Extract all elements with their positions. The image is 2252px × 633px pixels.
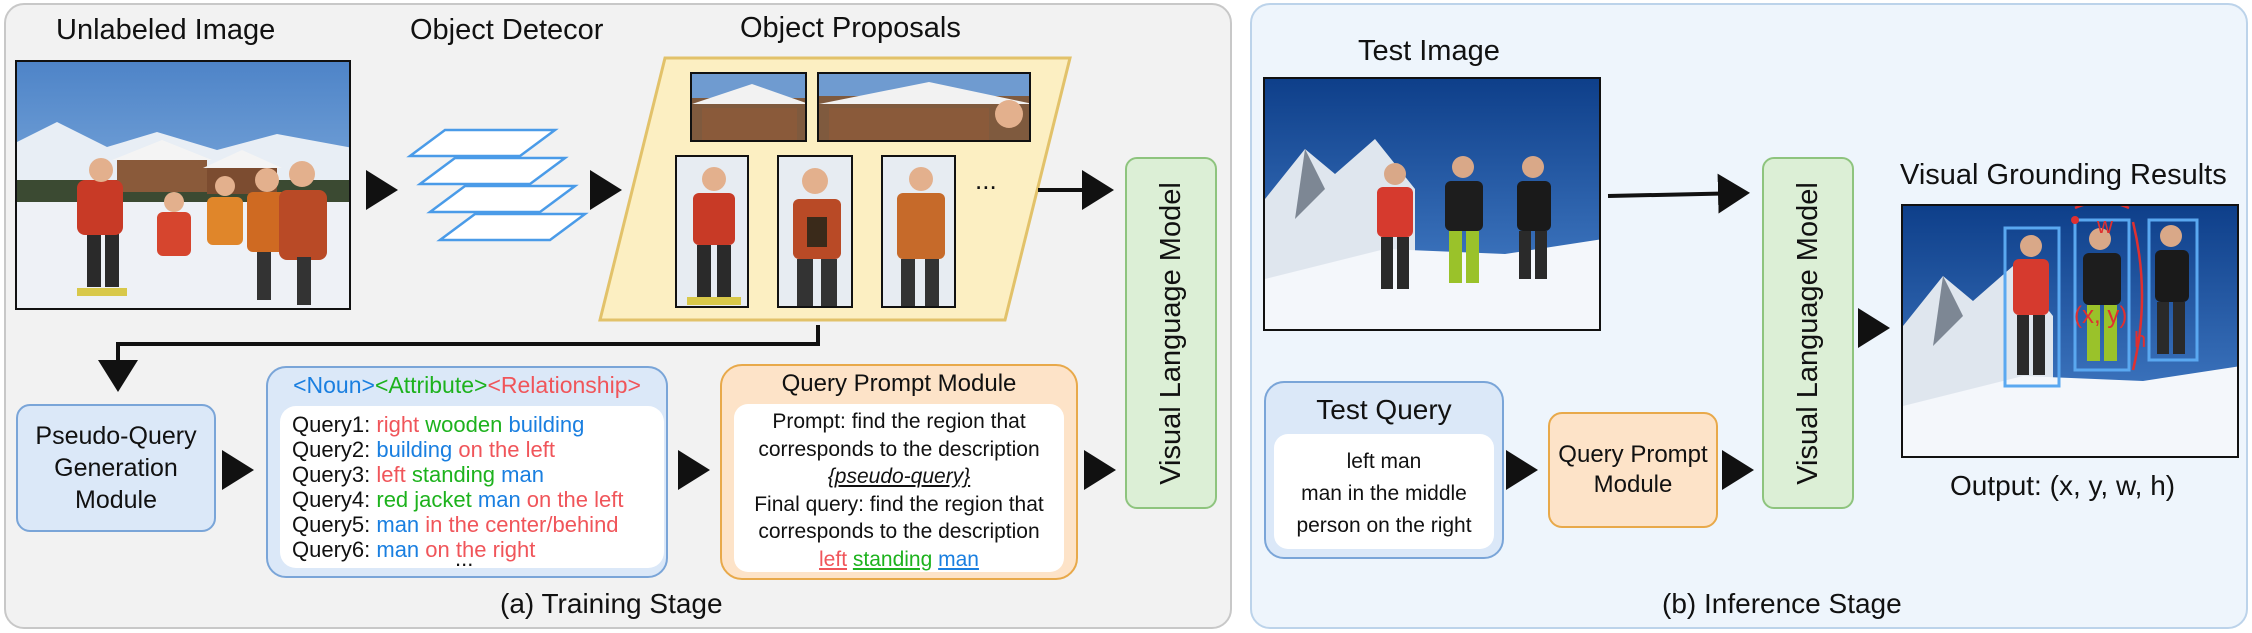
- training-stage-label: (a) Training Stage: [500, 588, 723, 619]
- template-relationship: <Relationship>: [487, 372, 641, 398]
- proposals-ellipsis: ...: [975, 165, 997, 195]
- query-line-4: Query4: red jacket man on the left: [292, 487, 623, 512]
- query-line-1: Query1: right wooden building: [292, 412, 623, 437]
- template-header: <Noun><Attribute><Relationship>: [266, 372, 668, 399]
- pseudo-module-line-1: Pseudo-Query: [35, 422, 197, 450]
- annot-w: w: [2097, 213, 2113, 238]
- query-token: standing: [411, 462, 496, 487]
- query-token: on the right: [419, 537, 536, 562]
- grounding-result-image: [1901, 204, 2239, 458]
- bbox-middle-man: [2073, 218, 2131, 372]
- test-query-list: left man man in the middle person on the…: [1274, 446, 1494, 542]
- inference-prompt-line-1: Query Prompt: [1558, 441, 1708, 468]
- query-token: building: [508, 412, 585, 437]
- bbox-right-man: [2147, 218, 2199, 362]
- final-query-attr-left: left: [819, 547, 848, 571]
- query-line-3: Query3: left standing man: [292, 462, 623, 487]
- query-prefix: Query4:: [292, 487, 377, 512]
- template-noun: <Noun>: [293, 372, 375, 398]
- queries-ellipsis: ...: [455, 546, 474, 571]
- query-token: on the left: [520, 487, 624, 512]
- query-token: building: [376, 437, 453, 462]
- query-token: in the center/behind: [419, 512, 619, 537]
- final-query-attr-standing: standing: [852, 547, 933, 571]
- query-prefix: Query1:: [292, 412, 377, 437]
- prompt-line-2: corresponds to the description: [758, 437, 1040, 461]
- query-line-5: Query5: man in the center/behind: [292, 512, 623, 537]
- test-query-1: left man: [1346, 450, 1422, 473]
- inference-prompt-line-2: Module: [1593, 471, 1673, 498]
- query-token: on the left: [452, 437, 555, 462]
- prompt-text-block: Prompt: find the region that corresponds…: [734, 408, 1064, 573]
- inference-stage-label: (b) Inference Stage: [1662, 588, 1902, 619]
- test-query-title: Test Query: [1316, 394, 1452, 425]
- template-attribute: <Attribute>: [374, 372, 488, 398]
- query-token: man: [477, 487, 521, 512]
- pseudo-query-generation-module: Pseudo-Query Generation Module: [16, 404, 216, 532]
- annot-h: h: [2134, 327, 2147, 352]
- final-query-noun-man: man: [938, 547, 979, 571]
- inference-vlm-box: Visual Language Model: [1762, 157, 1854, 509]
- prompt-line-5: corresponds to the description: [758, 520, 1040, 543]
- annot-xy: (x, y): [2074, 302, 2128, 329]
- output-label: Output: (x, y, w, h): [1950, 470, 2176, 501]
- query-prompt-module-inference: Query Prompt Module: [1548, 412, 1718, 528]
- prompt-line-4: Final query: find the region that: [754, 492, 1044, 516]
- pseudo-module-line-3: Module: [75, 486, 157, 514]
- query-token: man: [501, 462, 544, 487]
- query-prefix: Query6:: [292, 537, 377, 562]
- query-prefix: Query5:: [292, 512, 377, 537]
- query-prefix: Query2:: [292, 437, 377, 462]
- query-token: man: [376, 512, 420, 537]
- query-token: right: [376, 412, 420, 437]
- bbox-left-man: [2003, 226, 2061, 388]
- object-detector-title: Object Detecor: [410, 14, 604, 46]
- ski-group-photo: [17, 62, 349, 308]
- prompt-placeholder: {pseudo-query}: [827, 465, 971, 488]
- proposal-crop-building-2: [817, 72, 1031, 142]
- grounding-result-photo: [1903, 206, 2237, 456]
- pseudo-module-line-2: Generation: [54, 454, 178, 482]
- training-vlm-box: Visual Language Model: [1125, 157, 1217, 509]
- query-line-2: Query2: building on the left: [292, 437, 623, 462]
- unlabeled-image: [15, 60, 351, 310]
- query-token: left: [376, 462, 406, 487]
- test-query-2: man in the middle: [1301, 482, 1467, 505]
- proposal-crop-person-2: [777, 155, 853, 308]
- unlabeled-image-title: Unlabeled Image: [56, 14, 276, 46]
- arrow-test-image-to-vlm: [1607, 173, 1750, 214]
- object-proposals-title: Object Proposals: [740, 12, 961, 44]
- prompt-line-1: Prompt: find the region that: [772, 410, 1026, 433]
- proposal-crop-person-3: [881, 155, 956, 308]
- test-image: [1263, 77, 1601, 331]
- arrow-proposals-to-pseudo-module: [98, 325, 820, 392]
- queries-inner-box: [280, 406, 664, 568]
- proposal-crop-person-1: [675, 155, 749, 308]
- query-prefix: Query3:: [292, 462, 377, 487]
- query-token: man: [376, 537, 420, 562]
- object-detector-icon: [406, 128, 589, 242]
- query-line-6: Query6: man on the right: [292, 537, 623, 562]
- test-query-3: person on the right: [1296, 514, 1472, 537]
- query-prompt-inner-box: [734, 404, 1064, 572]
- ski-mountain-photo: [1265, 79, 1599, 329]
- query-token: red jacket: [376, 487, 472, 512]
- visual-grounding-results-title: Visual Grounding Results: [1900, 159, 2227, 191]
- query-prompt-module-title: Query Prompt Module: [781, 370, 1017, 397]
- test-query-inner-box: [1274, 434, 1494, 549]
- test-image-title: Test Image: [1358, 35, 1500, 67]
- query-token: wooden: [425, 412, 503, 437]
- final-query: left standing man: [734, 546, 1064, 574]
- proposal-crop-building-1: [690, 72, 807, 142]
